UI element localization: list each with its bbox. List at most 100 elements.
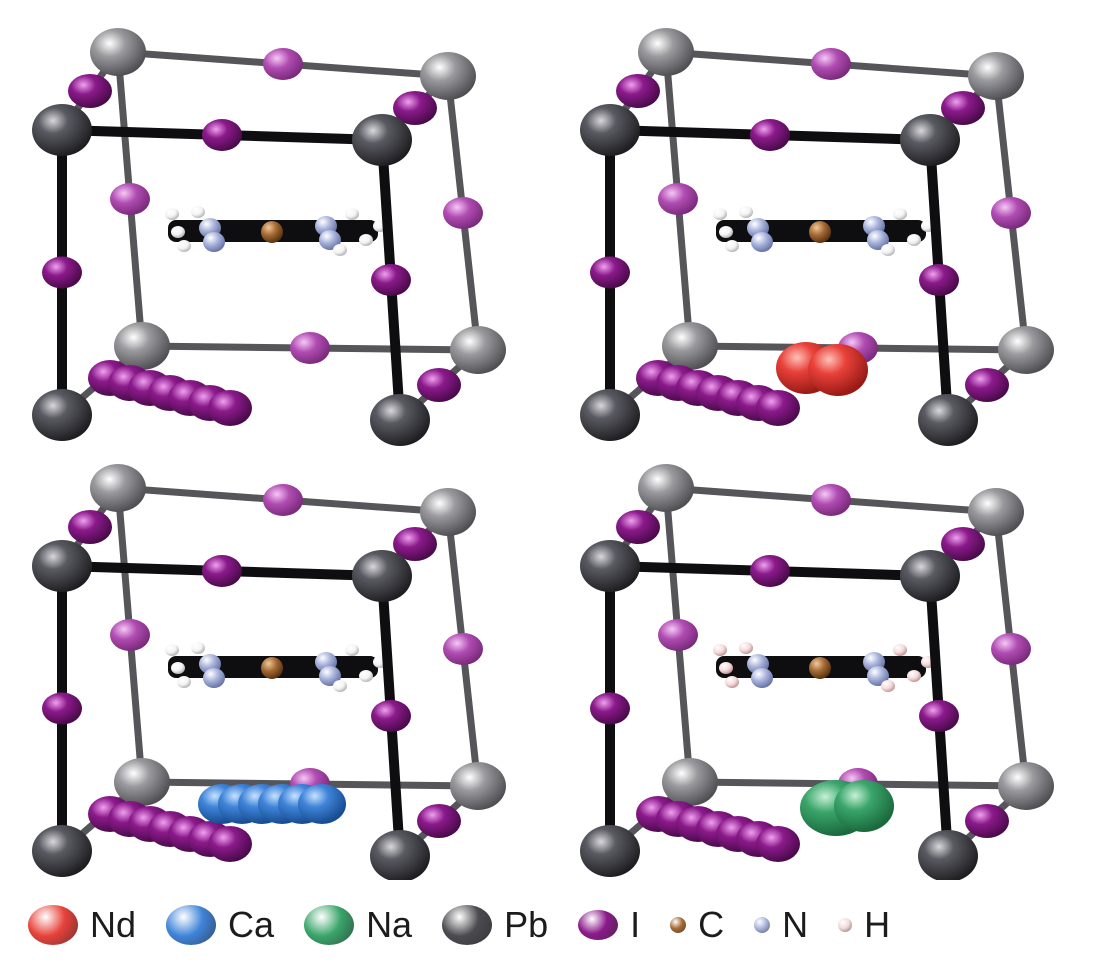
pb-atom — [998, 762, 1054, 810]
legend-label-nd: Nd — [90, 904, 137, 945]
n-atom — [203, 232, 225, 252]
h-atom — [165, 644, 179, 656]
cell-panel-top-left — [32, 28, 506, 446]
legend-item-h: H — [838, 907, 890, 943]
ca-atom-swatch-icon — [166, 905, 217, 945]
pb-atom — [420, 488, 476, 536]
legend-label-h: H — [864, 904, 891, 945]
legend-label-n: N — [782, 904, 809, 945]
cell-panel-top-right — [580, 28, 1054, 446]
perovskite-cells-figure — [32, 28, 1054, 880]
h-atom — [713, 644, 727, 656]
cell-panel-bottom-right — [580, 464, 1054, 880]
pb-atom — [32, 389, 92, 441]
legend-label-ca: Ca — [228, 904, 275, 945]
h-atom — [333, 244, 347, 256]
legend-item-pb: Pb — [442, 905, 548, 945]
h-atom — [719, 226, 733, 238]
pb-atom — [352, 550, 412, 602]
i-atom — [919, 264, 959, 296]
i-atom — [991, 197, 1031, 229]
i-atom — [919, 700, 959, 732]
i-atom — [202, 119, 242, 151]
i-atom — [965, 368, 1009, 402]
pb-atom — [998, 326, 1054, 374]
legend-item-i: I — [578, 907, 640, 943]
legend: Nd Ca Na Pb I C N H — [28, 892, 1088, 958]
i-atom — [110, 183, 150, 215]
pb-atom — [90, 28, 146, 76]
i-atom — [616, 74, 660, 108]
pb-atom — [580, 825, 640, 877]
i-atom — [371, 700, 411, 732]
h-atom — [725, 240, 739, 252]
pb-atom — [580, 104, 640, 156]
i-atom — [443, 197, 483, 229]
pb-atom — [968, 488, 1024, 536]
n-atom — [203, 668, 225, 688]
i-atom — [208, 826, 252, 862]
i-atom — [941, 91, 985, 125]
h-atom — [345, 644, 359, 656]
nd-atom — [808, 344, 868, 396]
n-atom — [751, 668, 773, 688]
i-atom — [393, 527, 437, 561]
n-atom — [867, 230, 889, 250]
pb-atom-swatch-icon — [442, 905, 493, 945]
legend-item-nd: Nd — [28, 905, 136, 945]
pb-atom — [638, 28, 694, 76]
ca-atom — [298, 784, 346, 824]
n-atom — [319, 666, 341, 686]
h-atom — [907, 670, 921, 682]
pb-atom — [32, 104, 92, 156]
i-atom — [658, 619, 698, 651]
legend-label-na: Na — [366, 904, 413, 945]
pb-atom — [32, 540, 92, 592]
i-atom — [208, 390, 252, 426]
i-atom — [263, 48, 303, 80]
pb-atom — [370, 394, 430, 446]
i-atom — [590, 692, 630, 725]
pb-atom — [114, 322, 170, 370]
legend-item-na: Na — [304, 905, 412, 945]
i-atom — [202, 555, 242, 587]
na-atom — [834, 780, 894, 832]
n-atom — [751, 232, 773, 252]
h-atom-swatch-icon — [838, 918, 853, 932]
h-atom — [719, 662, 733, 674]
h-atom — [725, 676, 739, 688]
i-atom — [941, 527, 985, 561]
i-atom — [658, 183, 698, 215]
c-atom — [261, 221, 283, 243]
i-atom — [417, 368, 461, 402]
h-atom — [359, 670, 373, 682]
i-atom — [417, 804, 461, 838]
h-atom — [893, 208, 907, 220]
i-atom — [443, 633, 483, 665]
pb-atom — [918, 394, 978, 446]
pb-atom — [114, 758, 170, 806]
h-atom — [881, 244, 895, 256]
h-atom — [191, 206, 205, 218]
pb-atom — [580, 540, 640, 592]
nd-atom-swatch-icon — [28, 905, 78, 945]
h-atom — [739, 206, 753, 218]
legend-label-pb: Pb — [504, 904, 549, 945]
i-atom — [991, 633, 1031, 665]
h-atom — [171, 226, 185, 238]
h-atom — [713, 208, 727, 220]
i-atom — [68, 510, 112, 544]
legend-label-c: C — [698, 904, 725, 945]
c-atom — [261, 657, 283, 679]
h-atom — [739, 642, 753, 654]
n-atom — [867, 666, 889, 686]
i-atom-swatch-icon — [578, 910, 619, 940]
i-atom — [811, 484, 851, 516]
pb-atom — [580, 389, 640, 441]
h-atom — [333, 680, 347, 692]
pb-atom — [450, 762, 506, 810]
i-atom — [590, 256, 630, 289]
h-atom — [171, 662, 185, 674]
i-atom — [965, 804, 1009, 838]
legend-item-ca: Ca — [166, 905, 274, 945]
